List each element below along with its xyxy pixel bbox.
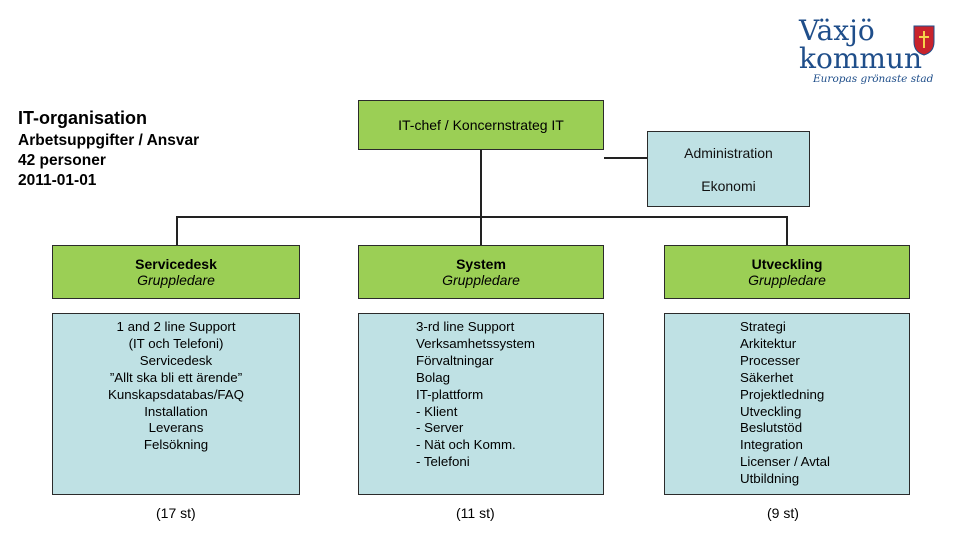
economy-label: Ekonomi: [701, 178, 756, 194]
task-item: Integration: [740, 437, 803, 453]
group-name: Servicedesk: [135, 256, 217, 272]
coat-of-arms-icon: [913, 25, 935, 56]
task-item: Kunskapsdatabas/FAQ: [107, 386, 244, 402]
task-item: Processer: [740, 352, 800, 368]
task-item: (IT och Telefoni): [128, 335, 224, 351]
group-role: Gruppledare: [748, 272, 826, 288]
task-item: IT-plattform: [416, 386, 484, 402]
staff-count: 42 personer: [18, 152, 106, 169]
admin-box: Administration Ekonomi: [647, 131, 810, 207]
group-name: Utveckling: [751, 256, 823, 272]
logo-word-kommun: kommun: [799, 42, 922, 75]
task-item: - Klient: [416, 403, 458, 419]
connector-system: [480, 216, 482, 245]
group-tasks-system: 3-rd line Support Verksamhetssystem Förv…: [358, 313, 604, 495]
connector-chief-down: [480, 150, 482, 217]
task-item: Förvaltningar: [416, 352, 494, 368]
task-item: - Nät och Komm.: [416, 437, 516, 453]
vaxjo-kommun-logo: Växjö kommun Europas grönaste stad: [793, 14, 943, 85]
group-head-system: System Gruppledare: [358, 245, 604, 299]
task-item: 1 and 2 line Support: [116, 319, 236, 334]
group-name: System: [456, 256, 506, 272]
task-item: Leverans: [148, 420, 204, 436]
task-item: Felsökning: [143, 437, 209, 453]
connector-admin: [604, 157, 647, 159]
task-item: Utbildning: [740, 471, 800, 487]
task-item: Strategi: [740, 319, 786, 334]
task-item: - Telefoni: [416, 454, 470, 470]
admin-label: Administration: [684, 145, 773, 161]
task-item: Säkerhet: [740, 369, 794, 385]
group-role: Gruppledare: [137, 272, 215, 288]
task-item: Beslutstöd: [740, 420, 803, 436]
connector-utveckling: [786, 216, 788, 245]
task-item: - Server: [416, 420, 464, 436]
group-count-system: (11 st): [456, 505, 495, 521]
connector-horizontal: [176, 216, 788, 218]
group-tasks-utveckling: Strategi Arkitektur Processer Säkerhet P…: [664, 313, 910, 495]
task-item: 3-rd line Support: [416, 319, 515, 334]
page-title: IT-organisation: [18, 108, 148, 128]
task-item: Projektledning: [740, 386, 825, 402]
task-item: Installation: [144, 403, 208, 419]
group-count-utveckling: (9 st): [767, 505, 799, 521]
task-item: Servicedesk: [139, 352, 213, 368]
task-item: Verksamhetssystem: [416, 335, 535, 351]
task-item: Utveckling: [740, 403, 802, 419]
it-chief-label: IT-chef / Koncernstrateg IT: [398, 117, 564, 133]
logo-word-vaxjo: Växjö: [799, 14, 875, 47]
task-item: ”Allt ska bli ett ärende”: [109, 369, 243, 385]
page-subtitle: Arbetsuppgifter / Ansvar: [18, 132, 200, 149]
group-head-servicedesk: Servicedesk Gruppledare: [52, 245, 300, 299]
group-head-utveckling: Utveckling Gruppledare: [664, 245, 910, 299]
group-tasks-servicedesk: 1 and 2 line Support (IT och Telefoni) S…: [52, 313, 300, 495]
org-date: 2011-01-01: [18, 172, 97, 189]
logo-tagline: Europas grönaste stad: [813, 73, 934, 85]
task-item: Bolag: [416, 369, 451, 385]
group-role: Gruppledare: [442, 272, 520, 288]
it-chief-box: IT-chef / Koncernstrateg IT: [358, 100, 604, 150]
group-count-servicedesk: (17 st): [156, 505, 196, 521]
task-item: Arkitektur: [740, 335, 797, 351]
connector-servicedesk: [176, 216, 178, 245]
task-item: Licenser / Avtal: [740, 454, 830, 470]
